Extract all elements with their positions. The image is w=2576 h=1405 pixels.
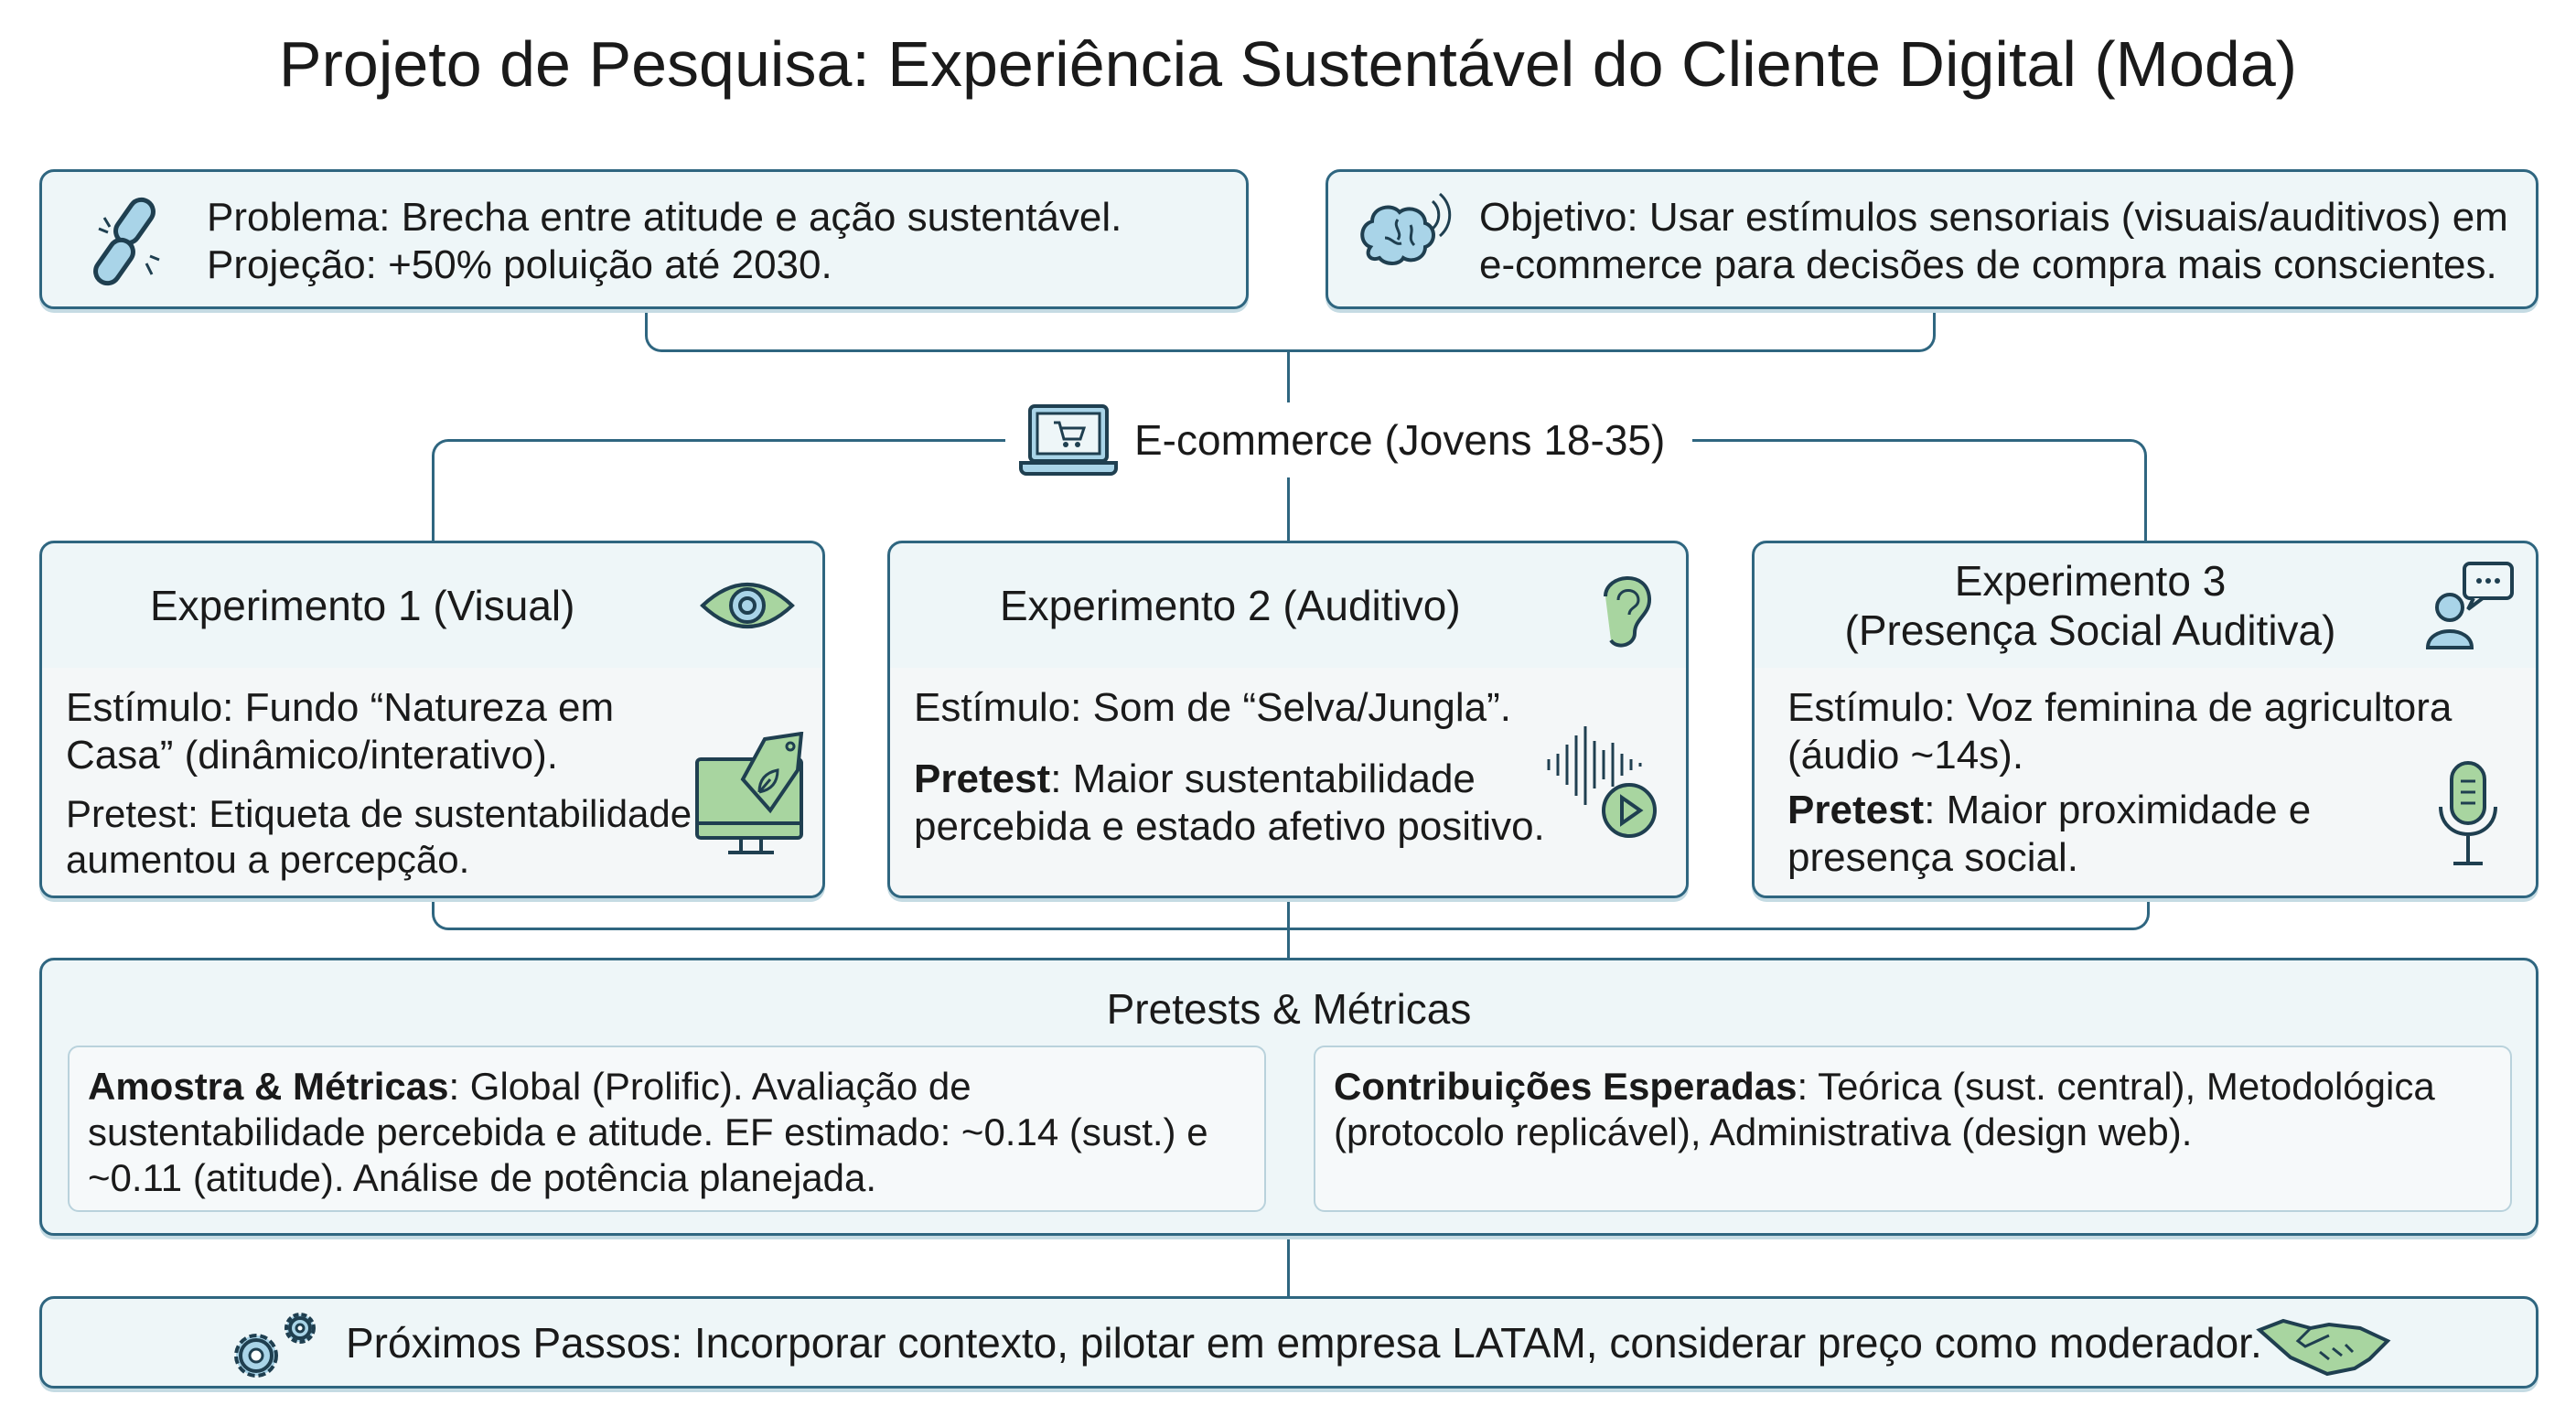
eye-icon bbox=[700, 583, 795, 628]
metrics-title: Pretests & Métricas bbox=[1106, 985, 1472, 1033]
connector bbox=[1287, 477, 1290, 541]
objective-box: Objetivo: Usar estímulos sensoriais (vis… bbox=[1326, 169, 2538, 309]
connector bbox=[1287, 898, 1290, 958]
ear-icon bbox=[1604, 576, 1651, 648]
next-steps-text: Próximos Passos: Incorporar contexto, pi… bbox=[346, 1319, 2262, 1367]
experiment-2-stimulus: Estímulo: Som de “Selva/Jungla”. bbox=[914, 685, 1511, 730]
sample-metrics-panel: Amostra & Métricas: Global (Prolific). A… bbox=[68, 1046, 1266, 1212]
experiment-1-title: Experimento 1 (Visual) bbox=[150, 582, 575, 629]
problem-box: Problema: Brecha entre atitude e ação su… bbox=[39, 169, 1249, 309]
experiment-3-card: Experimento 3(Presença Social Auditiva) … bbox=[1752, 541, 2538, 898]
monitor-eco-tag-icon bbox=[695, 732, 804, 854]
connector bbox=[1692, 439, 2147, 543]
experiment-2-pretest: Pretest: Maior sustentabilidade percebid… bbox=[914, 756, 1545, 849]
problem-text: Problema: Brecha entre atitude e ação su… bbox=[207, 195, 1122, 240]
brain-sound-icon bbox=[1360, 192, 1452, 265]
broken-link-icon bbox=[93, 197, 160, 286]
experiment-2-card: Experimento 2 (Auditivo) Estímulo: Som d… bbox=[887, 541, 1689, 898]
projection-text: Projeção: +50% poluição até 2030. bbox=[207, 242, 832, 287]
connector bbox=[432, 898, 2150, 930]
ecommerce-label: E-commerce (Jovens 18-35) bbox=[1134, 416, 1666, 464]
metrics-box: Pretests & Métricas Amostra & Métricas: … bbox=[39, 958, 2538, 1236]
experiment-1-card: Experimento 1 (Visual) Estímulo: Fundo “… bbox=[39, 541, 825, 898]
objective-text-1: Objetivo: Usar estímulos sensoriais (vis… bbox=[1479, 195, 2508, 240]
connector bbox=[432, 439, 1005, 543]
next-steps-box: Próximos Passos: Incorporar contexto, pi… bbox=[39, 1296, 2538, 1389]
gears-icon bbox=[234, 1313, 316, 1378]
experiment-2-title: Experimento 2 (Auditivo) bbox=[1000, 582, 1461, 629]
connector bbox=[1287, 349, 1290, 402]
handshake-icon bbox=[2256, 1318, 2391, 1377]
connector bbox=[1287, 1236, 1290, 1296]
page-title: Projeto de Pesquisa: Experiência Sustent… bbox=[278, 28, 2298, 100]
contributions-panel: Contribuições Esperadas: Teórica (sust. … bbox=[1314, 1046, 2512, 1212]
experiment-3-stimulus: Estímulo: Voz feminina de agricultora (á… bbox=[1787, 685, 2453, 778]
microphone-icon bbox=[2439, 761, 2497, 865]
experiment-1-pretest: Pretest: Etiqueta de sustentabilidade au… bbox=[66, 792, 692, 881]
person-chat-icon bbox=[2425, 562, 2514, 649]
connector bbox=[645, 309, 1936, 352]
laptop-cart-icon bbox=[1019, 404, 1118, 476]
objective-text-2: e-commerce para decisões de compra mais … bbox=[1479, 242, 2497, 287]
experiment-1-stimulus: Estímulo: Fundo “Natureza em Casa” (dinâ… bbox=[66, 685, 615, 778]
experiment-3-pretest: Pretest: Maior proximidade e presença so… bbox=[1787, 788, 2312, 880]
audio-wave-play-icon bbox=[1547, 726, 1657, 838]
experiment-3-title: Experimento 3(Presença Social Auditiva) bbox=[1844, 557, 2336, 654]
ecommerce-hub: E-commerce (Jovens 18-35) bbox=[1017, 402, 1665, 477]
